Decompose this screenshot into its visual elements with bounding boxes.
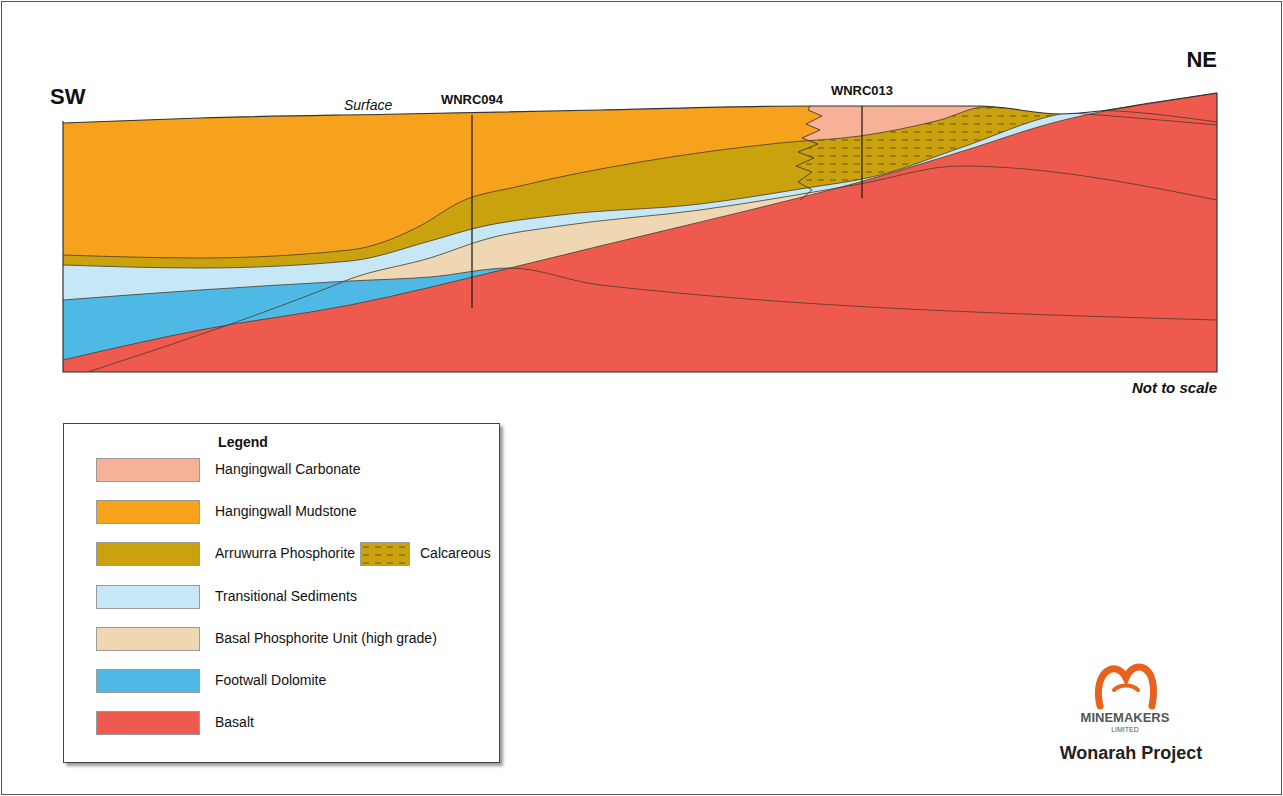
basalt-contact xyxy=(63,93,1217,360)
basalt-layer xyxy=(63,93,1217,412)
drill-hole xyxy=(861,106,862,198)
legend-swatch xyxy=(96,711,200,735)
legend-swatch xyxy=(96,669,200,693)
legend-pattern-swatch xyxy=(360,542,410,566)
legend-title: Legend xyxy=(218,434,268,450)
contact-line xyxy=(63,107,1217,258)
drillhole-label: WNRC094 xyxy=(441,93,503,108)
legend-text: Calcareous xyxy=(420,545,491,561)
legend-text: Basalt xyxy=(215,714,254,730)
legend-text: Footwall Dolomite xyxy=(215,672,326,688)
surface-line xyxy=(63,93,1217,123)
legend-text: Arruwurra Phosphorite xyxy=(215,545,355,561)
legend-text: Hangingwall Carbonate xyxy=(215,461,361,477)
legend-text: Transitional Sediments xyxy=(215,588,357,604)
logo-mark xyxy=(1098,667,1153,706)
legend-swatch xyxy=(96,542,200,566)
legend-swatch xyxy=(96,458,200,482)
legend-swatch xyxy=(96,500,200,524)
drillhole-label: WNRC013 xyxy=(831,84,893,99)
drill-hole xyxy=(471,115,472,308)
legend-swatch xyxy=(96,627,200,651)
legend-text: Basal Phosphorite Unit (high grade) xyxy=(215,630,437,646)
project-name: Wonarah Project xyxy=(1060,743,1203,764)
company-name: MINEMAKERS xyxy=(1081,711,1170,726)
surface-label: Surface xyxy=(344,97,392,113)
contact-line xyxy=(63,110,1217,268)
contact-line xyxy=(63,268,1217,320)
section-layers xyxy=(63,60,1217,412)
facies-contact xyxy=(796,95,822,200)
legend-text: Hangingwall Mudstone xyxy=(215,503,357,519)
contact-line xyxy=(63,166,1217,380)
section-border xyxy=(63,93,1217,372)
direction-label: SW xyxy=(50,84,85,109)
legend-swatch xyxy=(96,585,200,609)
scale-note: Not to scale xyxy=(1132,379,1217,396)
direction-label: NE xyxy=(1186,47,1217,72)
company-suffix: LIMITED xyxy=(1111,726,1139,734)
